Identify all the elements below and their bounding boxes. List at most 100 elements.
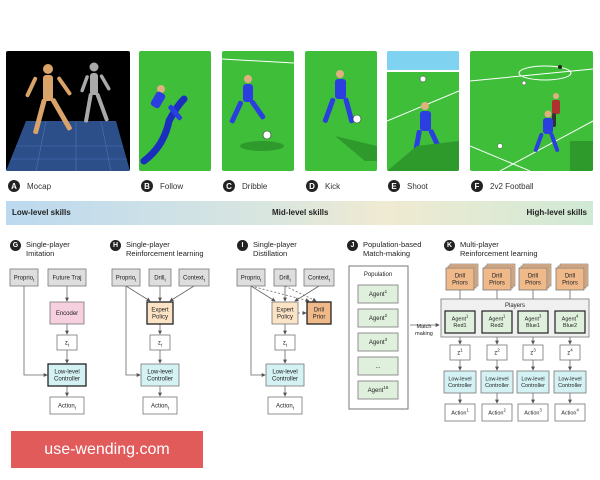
low-level-controller-node-k-4-text: Controller: [558, 383, 582, 389]
caption-letter: F: [471, 180, 483, 192]
action-node-h-box: [142, 396, 178, 415]
caption-label: 2v2 Football: [490, 181, 534, 191]
panel-follow-image: [139, 51, 211, 171]
drill-priors-node-2-text: Drill: [492, 274, 502, 280]
drill-priors-node-3-text: Priors: [525, 281, 541, 287]
low-level-controller-node-k-3-text: Low-level: [521, 377, 544, 383]
low-level-controller-node-k-2-text: Controller: [485, 383, 509, 389]
caption-label: Follow: [160, 181, 184, 191]
low-level-controller-node-k-2-box: [480, 370, 514, 394]
action-node-k-4: Action4: [554, 403, 586, 422]
latent-node-k-4-text: z4: [567, 348, 573, 357]
low-level-controller-node-i-box: [265, 363, 305, 387]
low-level-controller-node-k-1-text: Low-level: [448, 377, 471, 383]
proprio-node-i: Propriot: [236, 268, 266, 287]
player-agent-4-text: Agent4: [562, 314, 579, 323]
flow-arrow: [125, 285, 151, 302]
latent-node-k-1-box: [449, 344, 471, 361]
latent-node-i-box: [274, 334, 296, 351]
population-agent-last-box: [357, 380, 399, 400]
drill-priors-node-3-text: Drill: [528, 274, 538, 280]
panel-2v2-football-image: [470, 51, 593, 171]
stage-title-line1: Multi-player: [460, 240, 499, 249]
latent-node-g-box: [56, 334, 78, 351]
action-node-k-4-text: Action4: [561, 407, 579, 416]
player-agent-1-box: [444, 310, 476, 334]
stage-letter: H: [110, 240, 121, 251]
stage-letter: J: [347, 240, 358, 251]
latent-node-g-text: zt: [65, 341, 70, 348]
proprio-node-i-text: Propriot: [241, 276, 262, 283]
population-agent-last: Agent16: [357, 380, 399, 400]
low-level-controller-node-k-2-text: Low-level: [485, 377, 508, 383]
caption-letter: A: [8, 180, 20, 192]
action-node-h-text: Actiont: [151, 404, 170, 411]
latent-node-h: zt: [149, 334, 171, 351]
watermark-banner: use-wending.com: [11, 431, 203, 468]
low-level-controller-node-g-box: [47, 363, 87, 387]
drill-node-i-box: [273, 268, 297, 287]
context-node-h-box: [178, 268, 210, 287]
population-ellipsis-box: [357, 356, 399, 376]
panel-mocap-image: [6, 51, 130, 171]
proprio-node-g: Propriot: [9, 268, 39, 287]
population-agent-2-box: [357, 308, 399, 328]
drill-priors-node-2-box: [482, 267, 512, 291]
proprio-node-i-box: [236, 268, 266, 287]
drill-node-i: Drillt: [273, 268, 297, 287]
action-node-g-box: [49, 396, 85, 415]
caption-letter: D: [306, 180, 318, 192]
player-agent-1-text: Red1: [453, 323, 466, 329]
panel-dribble-image: [222, 51, 294, 171]
orange-mannequin-figure: [25, 64, 72, 135]
caption-label: Dribble: [242, 181, 268, 191]
low-level-controller-node-k-4-text: Low-level: [558, 377, 581, 383]
action-node-k-4-box: [554, 403, 586, 422]
mocap-scene: [6, 62, 130, 171]
grey-mannequin-figure: [80, 62, 111, 123]
stage-title-line2: Imitation: [26, 249, 55, 258]
population-agent-1: Agent1: [357, 284, 399, 304]
caption-label: Mocap: [27, 181, 52, 191]
latent-node-h-box: [149, 334, 171, 351]
proprio-node-g-text: Propriot: [14, 276, 35, 283]
latent-node-h-text: zt: [158, 341, 163, 348]
low-level-controller-node-k-1-text: Controller: [448, 383, 472, 389]
player-agent-4-text: Blue2: [563, 323, 577, 329]
players-label: Players: [505, 303, 525, 309]
drill-priors-node-1-text: Priors: [452, 281, 468, 287]
player-agent-2-text: Agent1: [489, 314, 506, 323]
match-making-label-line1: Match: [417, 324, 432, 330]
flow-arrow: [169, 285, 195, 302]
proprio-node-h-text: Propriot: [116, 276, 137, 283]
flow-arrow: [294, 285, 320, 302]
low-level-skills-label: Low-level skills: [12, 208, 71, 217]
proprio-node-g-box: [9, 268, 39, 287]
stage-letter: K: [444, 240, 455, 251]
player-blue: [533, 110, 560, 152]
action-node-i-box: [267, 396, 303, 415]
future-traj-node: Future Traj: [47, 268, 87, 287]
action-node-k-3: Action3: [517, 403, 549, 422]
stage-letter: I: [237, 240, 248, 251]
